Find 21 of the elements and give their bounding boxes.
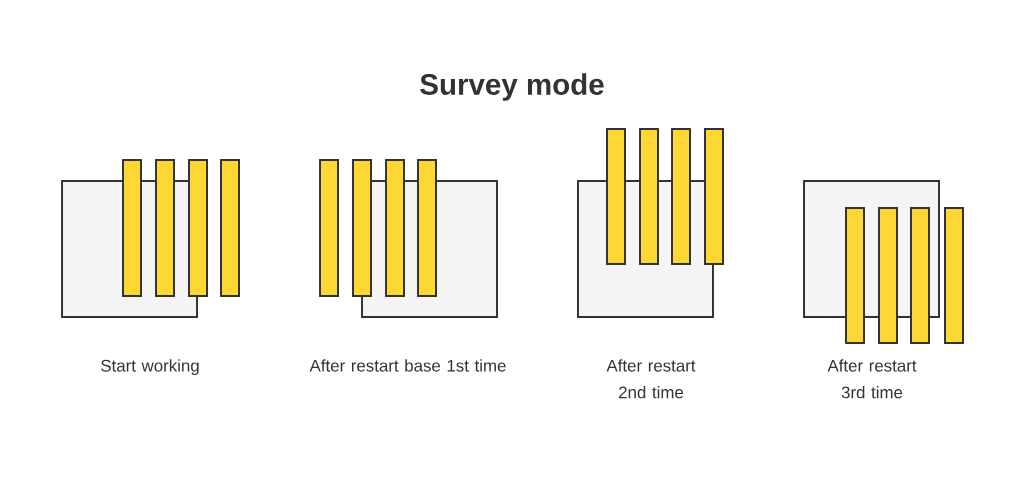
bar-shape [671, 128, 691, 265]
bar-shape [417, 159, 437, 297]
bar-shape [155, 159, 175, 297]
caption: After restart base 1st time [309, 359, 506, 372]
caption: After restart 2nd time [606, 359, 696, 399]
bar-shape [352, 159, 372, 297]
bar-shape [122, 159, 142, 297]
caption: After restart 3rd time [827, 359, 917, 399]
bar-shape [910, 207, 930, 344]
bar-shape [188, 159, 208, 297]
bar-shape [704, 128, 724, 265]
bar-shape [319, 159, 339, 297]
bar-shape [606, 128, 626, 265]
bar-shape [845, 207, 865, 344]
bar-shape [220, 159, 240, 297]
caption: Start working [101, 359, 199, 375]
bar-shape [385, 159, 405, 297]
bar-shape [639, 128, 659, 265]
title: Survey mode [420, 73, 604, 101]
bar-shape [878, 207, 898, 344]
bar-shape [944, 207, 964, 344]
